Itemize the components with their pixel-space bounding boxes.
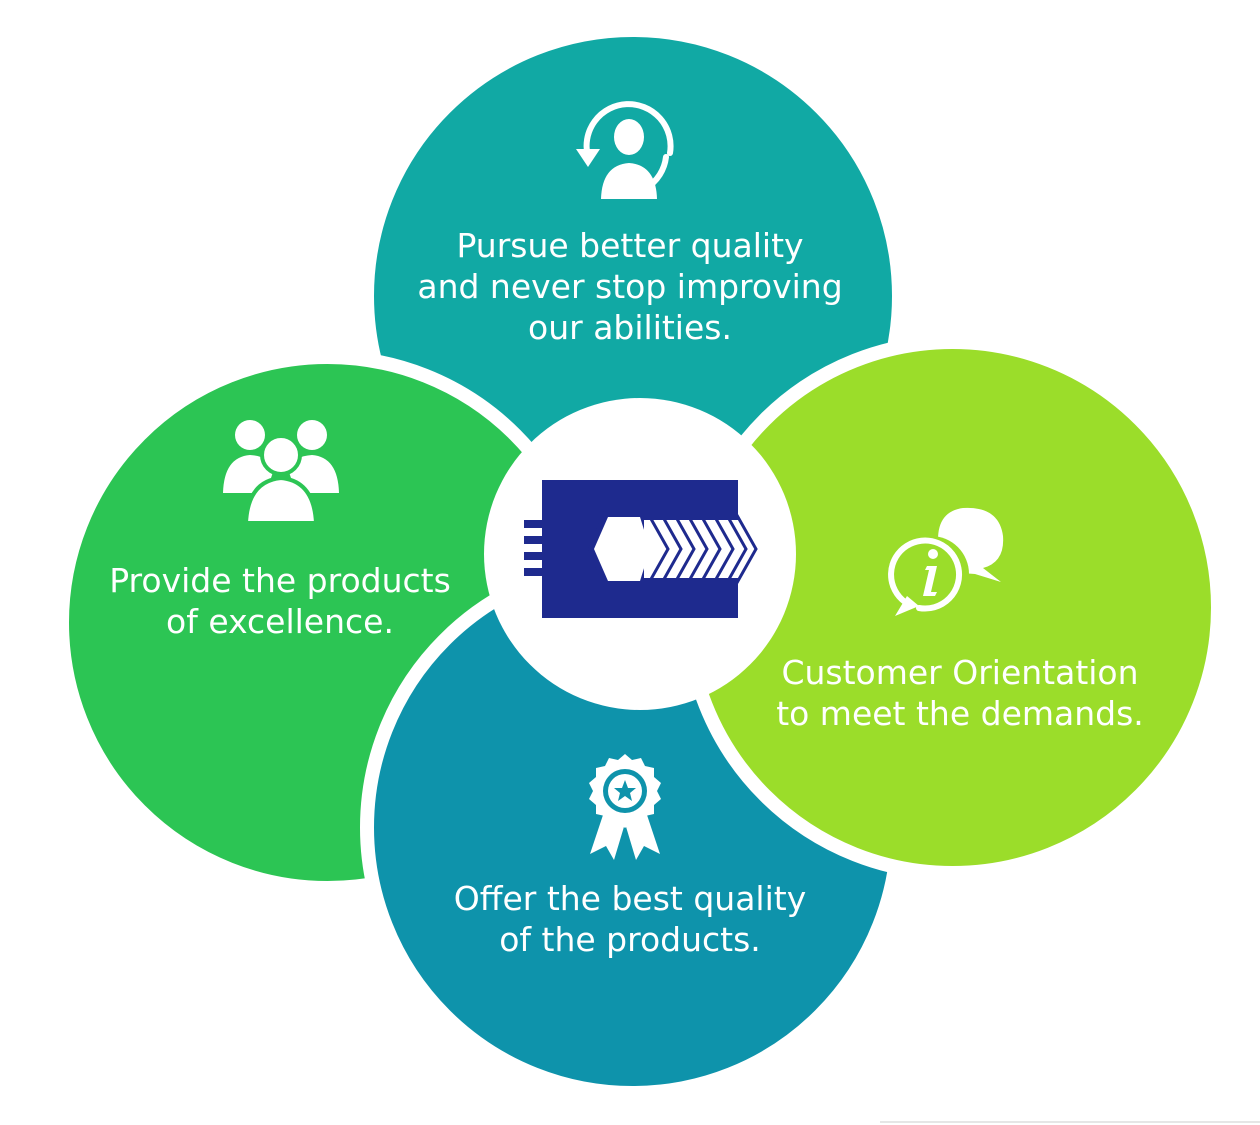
petal-bottom-line-2: of the products. xyxy=(499,920,761,959)
petal-bottom-line-1: Offer the best quality xyxy=(453,879,807,918)
petal-top-line-3: our abilities. xyxy=(528,308,732,347)
award-ribbon-icon xyxy=(589,754,661,860)
petal-top-line-2: and never stop improving xyxy=(417,267,843,306)
petal-left-line-2: of excellence. xyxy=(166,602,394,641)
user-refresh-icon xyxy=(576,101,674,199)
company-logo-icon xyxy=(524,480,758,618)
petal-right-line-2: to meet the demands. xyxy=(776,694,1144,733)
petal-right-label: Customer Orientation to meet the demands… xyxy=(730,652,1190,734)
petal-top-line-1: Pursue better quality xyxy=(456,226,804,265)
corner-divider xyxy=(880,1121,1260,1123)
petal-right-line-1: Customer Orientation xyxy=(781,653,1139,692)
users-group-icon xyxy=(223,420,339,525)
petal-left-label: Provide the products of excellence. xyxy=(60,560,500,642)
chat-info-icon xyxy=(888,507,1004,616)
petal-top-label: Pursue better quality and never stop imp… xyxy=(380,225,880,348)
petal-left-line-1: Provide the products xyxy=(109,561,451,600)
petal-bottom-label: Offer the best quality of the products. xyxy=(380,878,880,960)
